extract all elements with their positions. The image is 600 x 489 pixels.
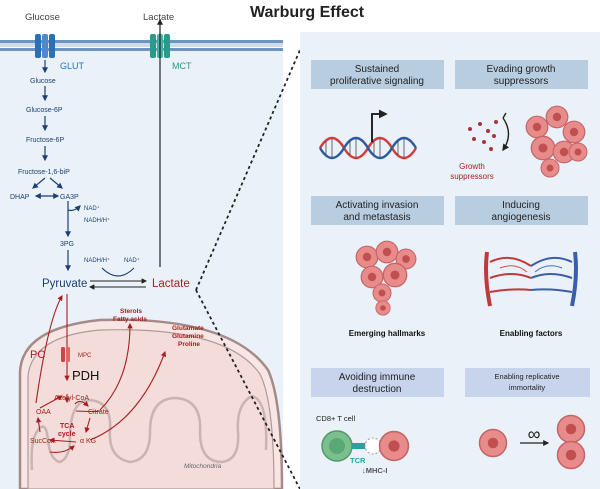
nad-label: NAD⁺	[84, 205, 100, 212]
pyruvate-label: Pyruvate	[42, 278, 87, 290]
tca-label: TCA	[60, 423, 74, 430]
cd8-t-cell-label: CD8+ T cell	[316, 414, 355, 423]
mitochondrion	[18, 318, 284, 489]
oaa-label: OAA	[36, 409, 51, 416]
growth-suppressors-label: suppressors	[450, 172, 494, 181]
3pg-label: 3PG	[60, 241, 74, 248]
nadh-label: NADH/H⁺	[84, 217, 110, 224]
growth-suppressors-label: Growth	[459, 162, 485, 171]
sterols-label: Sterols	[120, 308, 142, 315]
angiogenesis-vessels-icon	[484, 251, 578, 307]
tcr-label: TCR	[350, 456, 366, 465]
infinity-symbol: ∞	[528, 424, 541, 444]
cell-membrane-inner	[0, 48, 283, 51]
glut-label: GLUT	[60, 61, 85, 71]
hallmark-angiogenesis-title: Inducing	[502, 200, 540, 211]
hallmark-invasion-title: Activating invasion	[336, 200, 419, 211]
pdh-label: PDH	[72, 368, 99, 383]
hallmark-immune-title: destruction	[353, 384, 402, 395]
hallmark-immune-title: Avoiding immune	[339, 372, 416, 383]
glutamine-label: Glutamine	[172, 333, 204, 340]
acetyl-coa-label: Acetyl-CoA	[54, 395, 89, 402]
ldh-nad-label: NAD⁺	[124, 257, 140, 264]
mhc-absent-icon	[364, 437, 382, 455]
glycolysis-step: Glucose-6P	[26, 107, 63, 114]
glycolysis-step: Glucose	[30, 78, 56, 85]
dna-helix-icon	[318, 136, 418, 160]
mitochondria-label: Mitochondria	[184, 463, 222, 470]
mpc-transporter-icon	[61, 347, 70, 362]
diagram-title: Warburg Effect	[250, 4, 365, 21]
proline-label: Proline	[178, 341, 200, 348]
enabling-factors-label: Enabling factors	[500, 329, 563, 338]
mct-transporter-icon	[150, 34, 170, 58]
citrate-label: Citrate	[88, 409, 109, 416]
glycolysis-step: Fructose-6P	[26, 137, 64, 144]
cycle-label: cycle	[58, 431, 76, 438]
lactate-label: Lactate	[152, 278, 190, 290]
hallmark-invasion-title: and metastasis	[343, 212, 410, 223]
glut-transporter-icon	[35, 34, 55, 58]
glycolysis-step: Fructose-1,6-biP	[18, 169, 70, 176]
hallmark-replicative-title: Enabling replicative	[494, 372, 559, 381]
hallmark-sustained-title: proliferative signaling	[330, 76, 424, 87]
hallmark-evading-title: suppressors	[494, 76, 548, 87]
succoa-label: SucCoA	[30, 438, 56, 445]
hallmark-angiogenesis-title: angiogenesis	[492, 212, 551, 223]
lactate-extracellular-label: Lactate	[143, 12, 174, 23]
fatty-acids-label: Fatty acids	[113, 316, 147, 323]
akg-label: α KG	[80, 438, 96, 445]
tcr-receptor-icon	[352, 443, 366, 449]
cell-membrane-outer	[0, 40, 283, 43]
ldh-nadh-label: NADH/H⁺	[84, 257, 110, 264]
hallmark-replicative-title: immortality	[509, 383, 546, 392]
mhc-label: ↓MHC-I	[362, 466, 387, 475]
dhap-label: DHAP	[10, 194, 30, 201]
cd8-t-cell-icon	[321, 430, 353, 462]
emerging-hallmarks-label: Emerging hallmarks	[349, 329, 426, 338]
blocked-arrow-icon	[502, 117, 510, 152]
transcription-start-arrow-icon	[371, 109, 388, 142]
mpc-label: MPC	[78, 353, 92, 359]
ga3p-label: GA3P	[60, 194, 79, 201]
hallmark-evading-title: Evading growth	[487, 64, 556, 75]
growth-suppressor-dots-icon	[468, 120, 498, 151]
mct-label: MCT	[172, 61, 192, 71]
hallmark-sustained-title: Sustained	[355, 64, 399, 75]
tumor-cell-immune-icon	[378, 430, 410, 462]
pc-label: PC	[30, 349, 45, 361]
glucose-extracellular-label: Glucose	[25, 12, 60, 23]
glutamate-label: Glutamate	[172, 325, 204, 332]
